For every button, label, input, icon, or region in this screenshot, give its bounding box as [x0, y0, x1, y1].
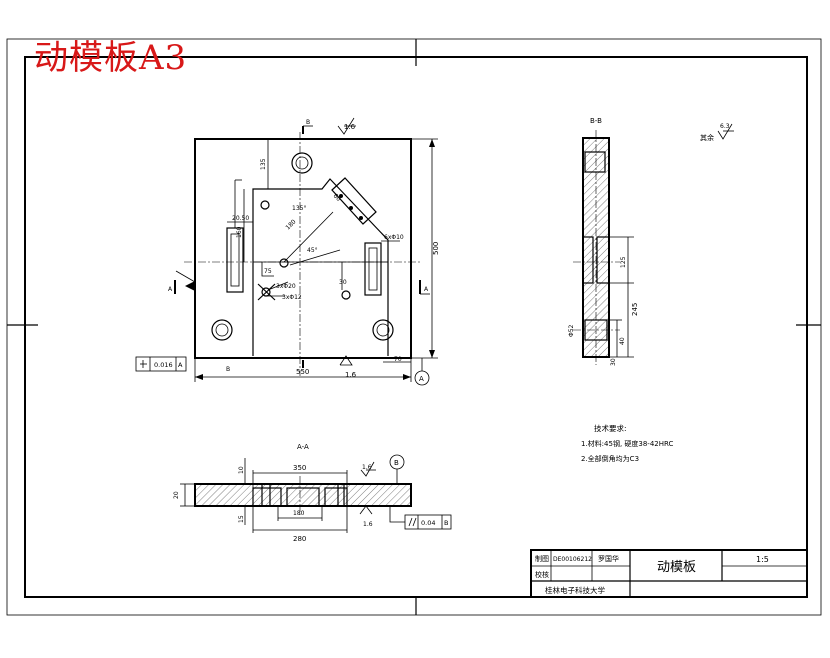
- roughness-bottom-label: 1.6: [345, 371, 357, 379]
- dim-angle-1: 135°: [292, 205, 306, 212]
- roughness-value: 6.3: [720, 123, 730, 130]
- dim-slot-width: 20.50: [232, 215, 249, 222]
- plate-outline: [194, 138, 412, 359]
- dim-top-offset: 135: [260, 158, 267, 170]
- dim-bb-40: 40: [619, 337, 626, 345]
- section-mark-top: B: [306, 119, 310, 126]
- diagonal-slot: [331, 177, 377, 225]
- dim-height: 500: [432, 242, 440, 255]
- datum-b-letter: B: [394, 459, 399, 467]
- section-aa-title: A-A: [297, 443, 309, 451]
- section-mark-bottom: B: [226, 366, 230, 373]
- watermark-title: 动模板A3: [34, 38, 188, 78]
- flatness-value: 0.016: [154, 361, 173, 369]
- scale: 1:5: [756, 555, 769, 564]
- section-mark-left: A: [168, 286, 173, 293]
- parallel-datum: B: [444, 519, 448, 527]
- dim-width: 550: [296, 368, 309, 376]
- parallel-value: 0.04: [421, 519, 435, 527]
- dim-hole-b: 3xΦ12: [282, 294, 302, 301]
- dim-aa-350: 350: [293, 464, 306, 472]
- aa-roughness-top: 1.6: [362, 464, 372, 471]
- flatness-frame: [135, 356, 187, 372]
- designer-name: 罗国华: [598, 554, 619, 563]
- check-label: 校核: [535, 570, 549, 579]
- section-bb: B-B 125 245 40 Φ52 30: [568, 117, 639, 366]
- top-hole: [291, 152, 313, 174]
- tech-requirements: 技术要求: 1.材料:45钢, 硬度38-42HRC 2.全部倒角均为C3: [581, 423, 674, 463]
- dim-aa-15: 15: [238, 515, 245, 523]
- student-id: DE00106212: [553, 556, 592, 563]
- roughness-note: 其余 6.3: [700, 123, 734, 142]
- dim-bb-phi52: Φ52: [568, 324, 575, 337]
- dim-hole-c: 6xΦ10: [384, 234, 404, 241]
- pocket-outline: [252, 178, 389, 356]
- flatness-datum: A: [178, 361, 183, 369]
- top-view: 1.6 1.6 B B A A A 0.016 A 550 500 70 135…: [135, 117, 440, 386]
- dim-aa-280: 280: [293, 535, 306, 543]
- dim-hole-a: 3xΦ20: [276, 283, 296, 290]
- dim-bb-245: 245: [631, 303, 639, 316]
- tech-item-2: 2.全部倒角均为C3: [581, 454, 639, 463]
- roughness-top-label: 1.6: [344, 123, 356, 131]
- datum-a-letter: A: [419, 375, 424, 383]
- aa-roughness-bottom: 1.6: [363, 521, 373, 528]
- dim-angle-2: 45°: [307, 247, 318, 254]
- dim-slot-len: 60: [332, 192, 342, 202]
- tech-title: 技术要求:: [594, 423, 627, 433]
- left-bottom-hole: [211, 319, 233, 341]
- dim-diag: 180: [284, 218, 297, 231]
- dim-small-depth: 30: [339, 279, 347, 286]
- title-block: 制图 校核 DE00106212 罗国华 动模板 1:5 桂林电子科技大学: [530, 549, 808, 598]
- right-bottom-hole: [372, 319, 394, 341]
- section-bb-title: B-B: [590, 117, 602, 125]
- dim-bb-30: 30: [610, 358, 617, 366]
- dim-aa-180: 180: [293, 510, 305, 517]
- roughness-label: 其余: [700, 133, 714, 142]
- dim-pocket-depth: 75: [264, 268, 272, 275]
- dim-aa-20: 20: [173, 491, 180, 499]
- dim-aa-10: 10: [238, 466, 245, 474]
- dim-bb-125: 125: [620, 256, 627, 268]
- tech-item-1: 1.材料:45钢, 硬度38-42HRC: [581, 439, 674, 448]
- section-aa: A-A 1.6 1.6 B 0.04 B 350 280 180 10 15 2…: [173, 443, 452, 543]
- sheet-outer-border: [6, 38, 822, 616]
- drawing-frame: [24, 56, 808, 598]
- draw-label: 制图: [535, 554, 549, 563]
- school-name: 桂林电子科技大学: [545, 585, 605, 595]
- dim-offset-right: 70: [394, 356, 402, 363]
- part-name: 动模板: [657, 560, 696, 575]
- right-slot: [364, 242, 382, 296]
- section-mark-right: A: [424, 286, 429, 293]
- dim-mid-height: 160: [236, 226, 243, 238]
